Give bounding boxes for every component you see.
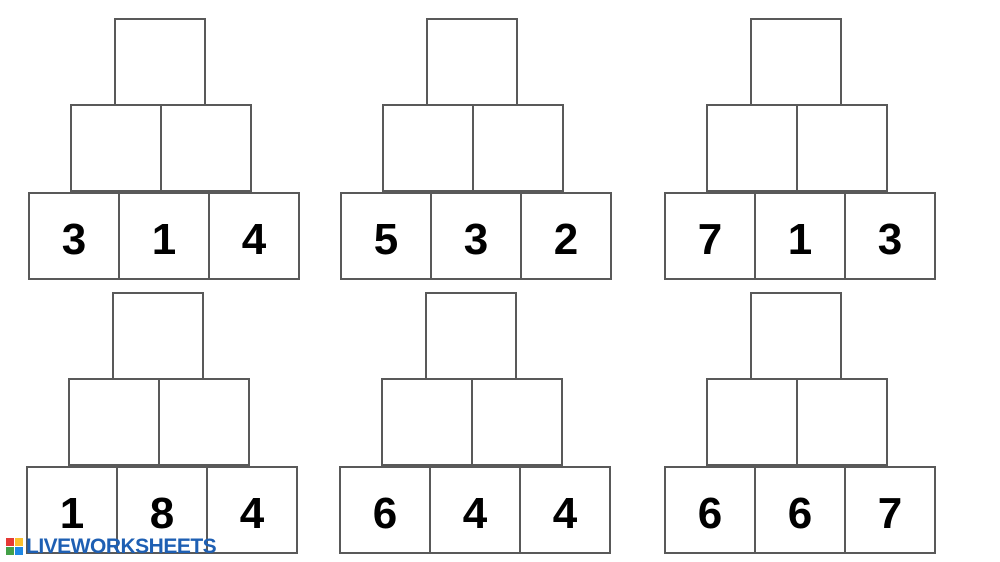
pyramid-base-number: 1	[754, 192, 846, 280]
pyramid-middle-answer-box[interactable]	[471, 378, 563, 466]
pyramid-base-number: 2	[520, 192, 612, 280]
pyramid-base-number: 4	[208, 192, 300, 280]
pyramid-base-number: 6	[754, 466, 846, 554]
pyramid-middle-answer-box[interactable]	[472, 104, 564, 192]
pyramid-middle-answer-box[interactable]	[68, 378, 160, 466]
pyramid-middle-answer-box[interactable]	[70, 104, 162, 192]
pyramid-base-number: 1	[26, 466, 118, 554]
pyramid-base-number: 7	[844, 466, 936, 554]
pyramid-top-answer-box[interactable]	[750, 292, 842, 380]
pyramid-base-number: 3	[28, 192, 120, 280]
pyramid-base-number: 4	[519, 466, 611, 554]
pyramid-base-number: 8	[116, 466, 208, 554]
pyramid-base-number: 7	[664, 192, 756, 280]
pyramid-base-number: 4	[429, 466, 521, 554]
pyramid-base-number: 6	[339, 466, 431, 554]
liveworksheets-logo-icon	[6, 538, 24, 556]
pyramid-middle-answer-box[interactable]	[706, 378, 798, 466]
pyramid-middle-answer-box[interactable]	[706, 104, 798, 192]
pyramid-middle-answer-box[interactable]	[382, 104, 474, 192]
pyramid-base-number: 4	[206, 466, 298, 554]
pyramid-middle-answer-box[interactable]	[796, 104, 888, 192]
pyramid-middle-answer-box[interactable]	[160, 104, 252, 192]
pyramid-top-answer-box[interactable]	[112, 292, 204, 380]
pyramid-middle-answer-box[interactable]	[158, 378, 250, 466]
pyramid-base-number: 3	[844, 192, 936, 280]
pyramid-base-number: 3	[430, 192, 522, 280]
pyramid-middle-answer-box[interactable]	[796, 378, 888, 466]
watermark-text: LIVEWORKSHEETS	[26, 535, 217, 558]
pyramid-top-answer-box[interactable]	[750, 18, 842, 106]
pyramid-base-number: 1	[118, 192, 210, 280]
pyramid-middle-answer-box[interactable]	[381, 378, 473, 466]
pyramid-top-answer-box[interactable]	[425, 292, 517, 380]
pyramid-base-number: 6	[664, 466, 756, 554]
pyramid-top-answer-box[interactable]	[426, 18, 518, 106]
pyramid-base-number: 5	[340, 192, 432, 280]
pyramid-top-answer-box[interactable]	[114, 18, 206, 106]
liveworksheets-watermark: LIVEWORKSHEETS	[6, 535, 217, 559]
